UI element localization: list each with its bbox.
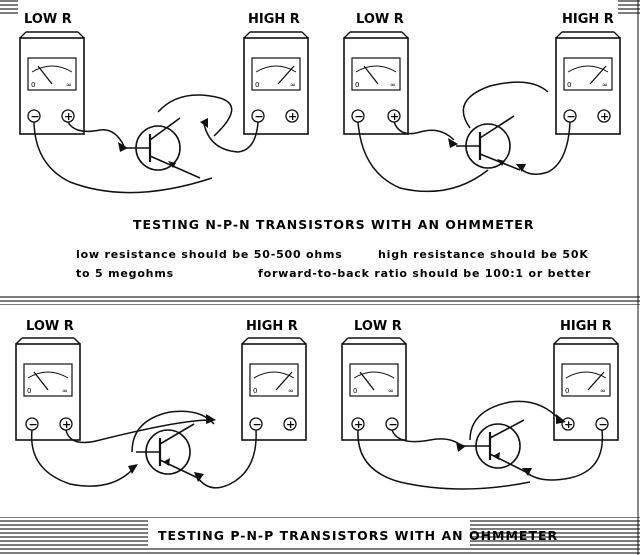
wire [469, 400, 561, 441]
npn-panel-right: LOW R HIGH R 0 ∞ − + 0 ∞ [343, 12, 621, 193]
top-hatch-left [0, 0, 18, 16]
wire [357, 429, 531, 490]
svg-text:0: 0 [565, 387, 569, 395]
wire [357, 121, 489, 193]
svg-text:+: + [288, 110, 297, 123]
needle [587, 371, 605, 391]
wire [65, 419, 211, 444]
svg-text:+: + [564, 418, 573, 431]
meter-label-low: LOW R [356, 12, 404, 27]
meter-label-high: HIGH R [560, 319, 612, 334]
meter-label-low: LOW R [24, 12, 72, 27]
npn-note-low-resistance: low resistance should be 50-500 ohms [76, 248, 343, 261]
wire [519, 121, 571, 175]
svg-text:−: − [389, 418, 398, 431]
svg-text:+: + [286, 418, 295, 431]
npn-note-megohms: to 5 megohms [76, 267, 174, 280]
wire [525, 429, 604, 481]
npn-note-ratio: forward-to-back ratio should be 100:1 or… [258, 267, 591, 280]
terminal-pos [285, 109, 299, 123]
svg-text:−: − [31, 110, 40, 123]
needle [363, 65, 379, 85]
ohmmeter-high: 0 ∞ + − [553, 337, 619, 441]
svg-text:+: + [390, 110, 399, 123]
pnp-panel-right: LOW R HIGH R 0 ∞ + − 0 ∞ [341, 319, 619, 490]
wire [33, 121, 213, 194]
ohmmeter-low: 0 ∞ − + [15, 337, 81, 441]
ohmmeter-low: 0 ∞ + − [341, 337, 407, 441]
bottom-title-backdrop [148, 519, 470, 547]
svg-text:+: + [64, 110, 73, 123]
svg-text:−: − [599, 418, 608, 431]
svg-text:0: 0 [31, 81, 35, 89]
wire [462, 81, 549, 129]
svg-text:−: − [567, 110, 576, 123]
svg-text:∞: ∞ [388, 387, 394, 395]
svg-text:∞: ∞ [602, 81, 608, 89]
ohmmeter-low: 0 ∞ − + [343, 31, 409, 135]
meter-label-low: LOW R [26, 319, 74, 334]
terminal-pos [283, 417, 297, 431]
npn-transistor-symbol [456, 115, 521, 171]
svg-text:∞: ∞ [66, 81, 72, 89]
wire [197, 429, 257, 489]
meter-label-low: LOW R [354, 319, 402, 334]
svg-text:+: + [600, 110, 609, 123]
terminal-pos [597, 109, 611, 123]
svg-text:−: − [355, 110, 364, 123]
needle [589, 65, 607, 85]
svg-text:0: 0 [567, 81, 571, 89]
needle [359, 371, 375, 391]
ohmmeter-low: 0 ∞ − + [19, 31, 85, 135]
npn-title: TESTING N-P-N TRANSISTORS WITH AN OHMMET… [133, 217, 534, 232]
svg-text:−: − [253, 418, 262, 431]
meter-label-high: HIGH R [562, 12, 614, 27]
meter-label-high: HIGH R [246, 319, 298, 334]
needle [37, 65, 53, 85]
svg-text:∞: ∞ [390, 81, 396, 89]
svg-text:0: 0 [255, 81, 259, 89]
ohmmeter-high: 0 ∞ − + [243, 31, 309, 135]
wire [203, 121, 259, 153]
svg-text:0: 0 [353, 387, 357, 395]
svg-text:∞: ∞ [600, 387, 606, 395]
svg-text:−: − [29, 418, 38, 431]
svg-text:+: + [62, 418, 71, 431]
meter-label-high: HIGH R [248, 12, 300, 27]
svg-text:−: − [255, 110, 264, 123]
needle [33, 371, 49, 391]
wire [393, 121, 455, 141]
pnp-title: TESTING P-N-P TRANSISTORS WITH AN OHMMET… [158, 528, 558, 543]
svg-text:+: + [354, 418, 363, 431]
pnp-transistor-symbol [136, 423, 199, 479]
npn-note-high-resistance: high resistance should be 50K [378, 248, 589, 261]
svg-text:∞: ∞ [290, 81, 296, 89]
wire [157, 94, 233, 137]
svg-text:0: 0 [355, 81, 359, 89]
wire [391, 429, 463, 447]
needle [275, 371, 293, 391]
svg-text:∞: ∞ [62, 387, 68, 395]
ohmmeter-high: 0 ∞ − + [555, 31, 621, 135]
wire [67, 121, 125, 147]
needle [277, 65, 295, 85]
npn-panel-left: LOW R HIGH R 0 ∞ − + 0 ∞ [19, 12, 309, 194]
pnp-panel-left: LOW R HIGH R 0 ∞ − + 0 ∞ [15, 319, 307, 489]
wire [30, 429, 133, 487]
svg-text:0: 0 [27, 387, 31, 395]
pnp-transistor-symbol [464, 419, 527, 473]
terminal-pos [561, 417, 575, 431]
npn-transistor-symbol [126, 117, 201, 179]
svg-text:0: 0 [253, 387, 257, 395]
top-hatch-right [618, 0, 640, 16]
svg-text:∞: ∞ [288, 387, 294, 395]
middle-hatch-band [0, 294, 640, 305]
terminal-neg [25, 417, 39, 431]
ohmmeter-high: 0 ∞ − + [241, 337, 307, 441]
wire [131, 410, 215, 453]
